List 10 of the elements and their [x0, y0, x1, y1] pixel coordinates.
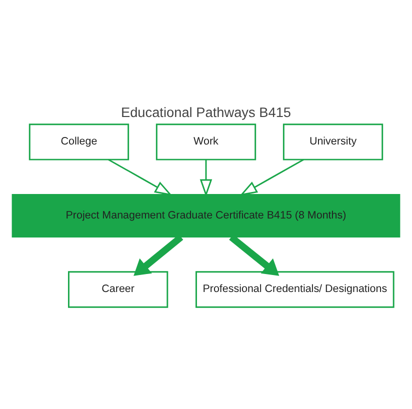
node-box: Career [68, 271, 168, 308]
arrow [240, 158, 304, 196]
arrow [108, 158, 172, 196]
arrow [200, 160, 212, 197]
node-box: Project Management Graduate Certificate B415 (8 Months) [12, 194, 400, 238]
node-box: University [282, 124, 384, 160]
node-box: College [28, 124, 130, 160]
node-box: Professional Credentials/ Designations [196, 271, 394, 308]
diagram-title: Educational Pathways B415 [120, 104, 292, 120]
node-box: Work [156, 124, 256, 160]
